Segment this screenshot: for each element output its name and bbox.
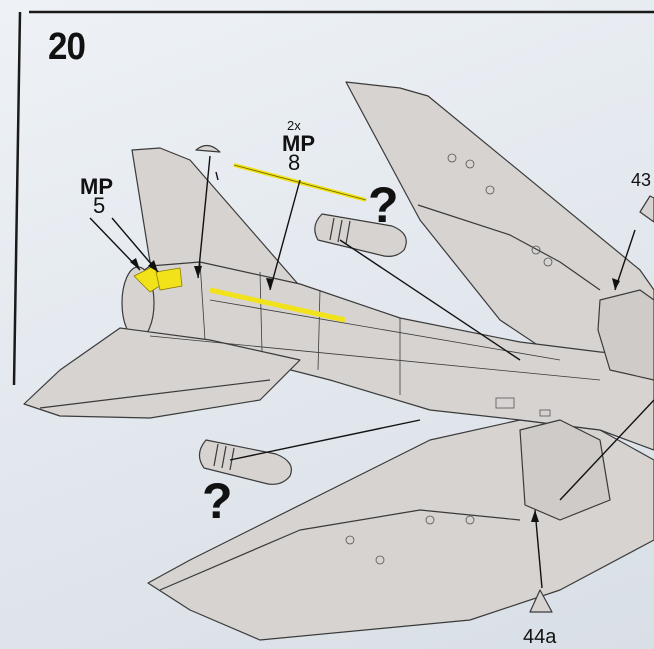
part-43-label: 43 — [631, 170, 652, 190]
frame-left-line — [12, 11, 22, 386]
cockpit-area — [519, 419, 611, 521]
mp8-highlight-on-fuselage — [209, 287, 346, 323]
stabilizer-hinge-line — [39, 379, 271, 409]
mp8-part-code: MP — [282, 131, 315, 156]
upper-wing — [345, 81, 654, 361]
mp8-quantity: 2x — [287, 118, 301, 133]
mp5-part-code: MP — [80, 174, 113, 199]
upper-gear-bay — [597, 289, 654, 381]
part-44a-label: 44a — [523, 626, 557, 648]
question-mark-lower: ? — [202, 473, 233, 529]
mp5-part-number: 5 — [93, 193, 106, 218]
step-number: 20 — [48, 26, 86, 68]
mp5-highlight-2 — [155, 267, 183, 291]
aircraft-model — [23, 81, 654, 641]
antenna-part — [195, 144, 221, 153]
upper-wing-flap — [417, 204, 601, 291]
horizontal-stabilizer — [23, 327, 301, 419]
mp8-part-number: 8 — [288, 150, 301, 175]
drop-tank-lower — [198, 439, 292, 485]
question-mark-upper: ? — [368, 177, 399, 233]
fuselage-panel-lines — [149, 261, 601, 395]
lower-wing-edge — [159, 509, 521, 591]
part-44a-piece — [529, 589, 553, 613]
arrow-heads — [130, 258, 620, 522]
drop-tank-upper — [314, 213, 407, 257]
photoetch-highlights — [133, 163, 367, 323]
rivet-markings — [345, 153, 553, 565]
part-43-piece — [639, 195, 654, 223]
